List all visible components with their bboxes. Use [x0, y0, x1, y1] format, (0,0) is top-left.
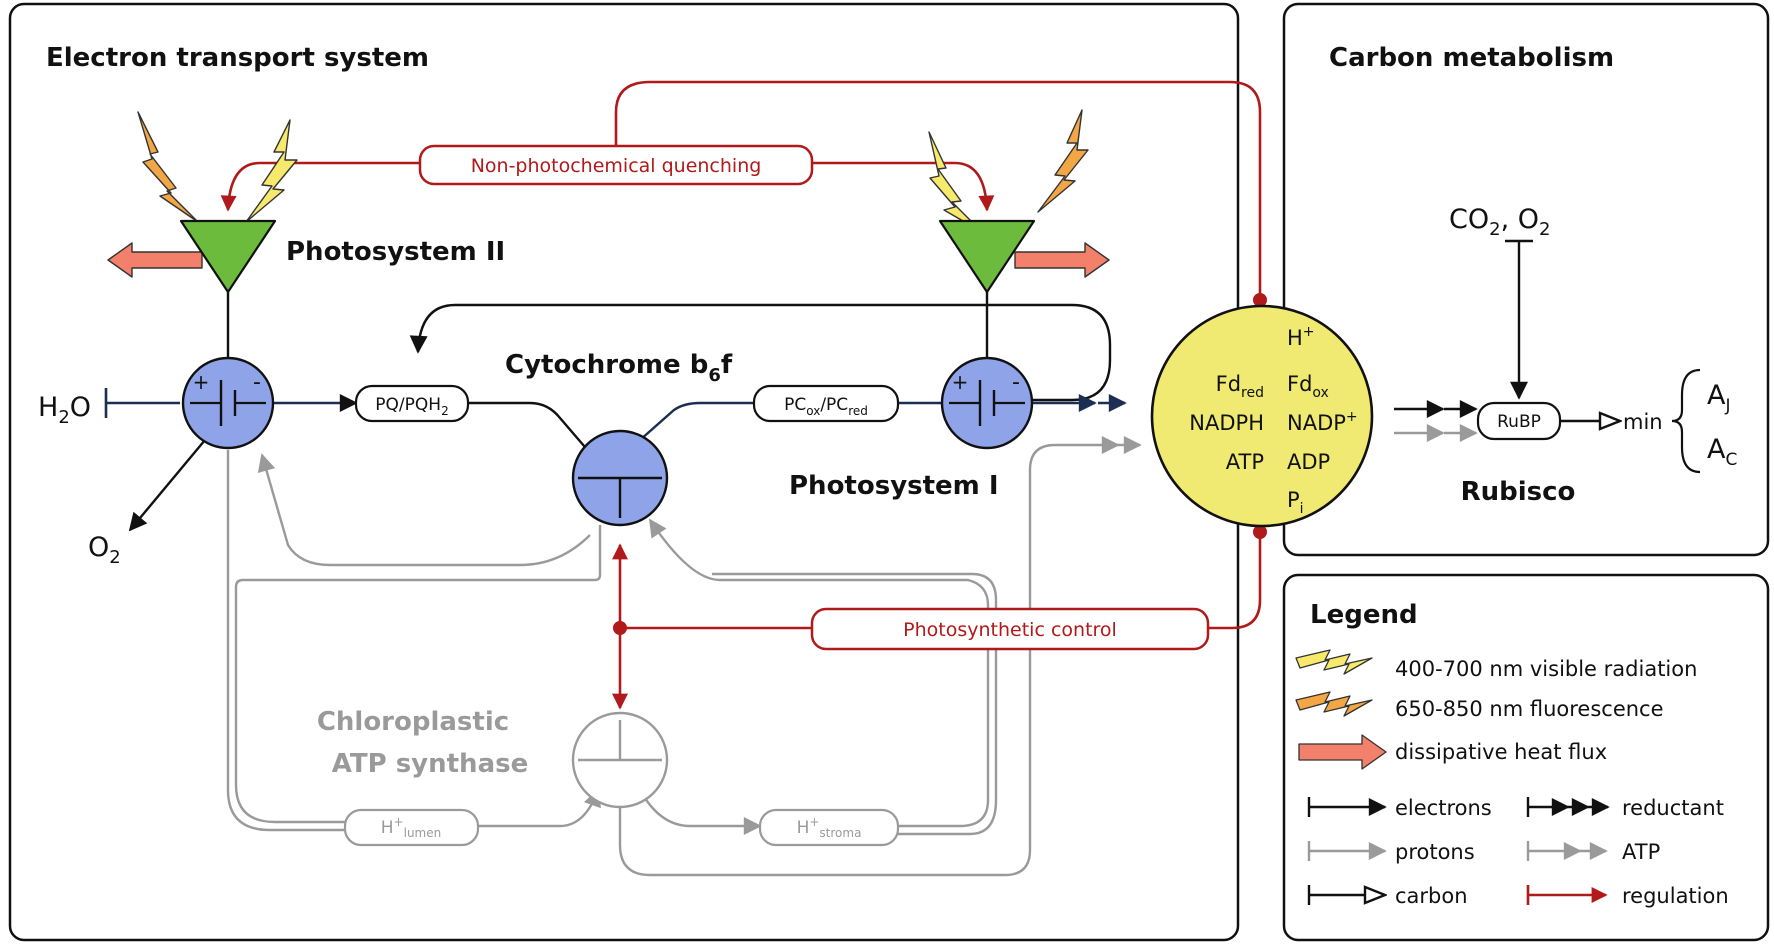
- h-stroma-pill: [758, 808, 900, 847]
- ets-panel-title: Electron transport system: [46, 43, 429, 73]
- legend-panel-title: Legend: [1310, 600, 1418, 630]
- h-stroma-label: H+stroma: [797, 815, 862, 840]
- psii-reaction-center: + -: [181, 356, 275, 450]
- psi-label: Photosystem I: [789, 471, 999, 501]
- ac-label: AC: [1707, 434, 1737, 470]
- legend-visible-icon: [1295, 649, 1373, 675]
- h-lumen-label: H+lumen: [381, 815, 441, 840]
- h-lumen-pill: [343, 808, 480, 847]
- pc-pool-pill: [752, 384, 900, 423]
- proton-network: [226, 436, 1142, 877]
- pq-pool-label: PQ/PQH2: [375, 395, 448, 418]
- electron-flow: [104, 239, 1620, 532]
- legend-fluorescence-label: 650-850 nm fluorescence: [1395, 697, 1664, 721]
- psii-minus-sign: -: [253, 370, 261, 395]
- pool-nadph: NADPH: [1189, 411, 1264, 435]
- rubisco-label: Rubisco: [1461, 477, 1576, 507]
- pool-nadp: NADP+: [1287, 409, 1358, 435]
- legend-heat-icon: [1298, 734, 1387, 770]
- psi-heat-arrow-icon: [1014, 242, 1110, 278]
- legend-electrons-label: electrons: [1395, 796, 1492, 820]
- photosynthetic-control-label: Photosynthetic control: [903, 619, 1117, 641]
- pool-fd-ox: Fdox: [1287, 372, 1329, 401]
- min-label: min: [1623, 410, 1663, 434]
- regulation-node-top: [1253, 293, 1267, 307]
- pool-atp: ATP: [1226, 450, 1264, 474]
- legend-regulation-label: regulation: [1622, 884, 1729, 908]
- cytochrome-complex: [571, 429, 669, 527]
- legend-protons-label: protons: [1395, 840, 1475, 864]
- rubp-pill: [1476, 401, 1562, 441]
- legend-heat-label: dissipative heat flux: [1395, 740, 1607, 764]
- legend-reductant-label: reductant: [1622, 796, 1724, 820]
- h2o-label: H2O: [38, 392, 91, 428]
- pool-adp: ADP: [1287, 450, 1330, 474]
- carbon-panel-title: Carbon metabolism: [1329, 43, 1614, 73]
- o2-label: O2: [88, 532, 121, 568]
- pool-pi: Pi: [1287, 488, 1304, 517]
- aj-label: AJ: [1707, 380, 1731, 416]
- regulation-node-bottom: [1253, 525, 1267, 539]
- psii-heat-arrow-icon: [107, 242, 203, 278]
- photosynthetic-control-pill: [810, 607, 1210, 651]
- metabolite-pool: H+ Fdred Fdox NADPH NADP+ ATP ADP Pi: [1150, 304, 1374, 528]
- legend-carbon-label: carbon: [1395, 884, 1468, 908]
- regulation-network: [220, 80, 1267, 710]
- pc-pool-label: PCox/PCred: [784, 395, 868, 418]
- psii-antenna-icon: [179, 219, 277, 294]
- atp-synthase-label-line1: Chloroplastic: [317, 707, 509, 737]
- pool-h-plus: H+: [1287, 324, 1315, 350]
- pq-pool-pill: [354, 384, 470, 423]
- psi-minus-sign: -: [1012, 370, 1020, 395]
- psi-plus-sign: +: [952, 370, 969, 394]
- cytochrome-label: Cytochrome b6f: [505, 350, 733, 386]
- npq-pill: [418, 144, 814, 186]
- pool-fd-red: Fdred: [1216, 372, 1264, 401]
- legend-fluorescence-icon: [1295, 691, 1373, 717]
- psi-reaction-center: + -: [940, 356, 1034, 450]
- atp-synthase-complex: [571, 711, 669, 809]
- co2-o2-label: CO2, O2: [1449, 204, 1550, 240]
- psii-plus-sign: +: [193, 370, 210, 394]
- rubp-label: RuBP: [1497, 412, 1541, 432]
- carbon-panel: [1282, 2, 1770, 557]
- psii-label: Photosystem II: [286, 237, 505, 267]
- legend-visible-label: 400-700 nm visible radiation: [1395, 657, 1697, 681]
- legend-atp-label: ATP: [1622, 840, 1660, 864]
- psi-antenna-icon: [938, 219, 1036, 294]
- psi-fluorescence-icon: [1037, 109, 1089, 213]
- legend-panel: [1282, 573, 1770, 942]
- output-brace: [1671, 368, 1701, 474]
- atp-synthase-label-line2: ATP synthase: [332, 749, 528, 779]
- npq-label: Non-photochemical quenching: [471, 155, 762, 177]
